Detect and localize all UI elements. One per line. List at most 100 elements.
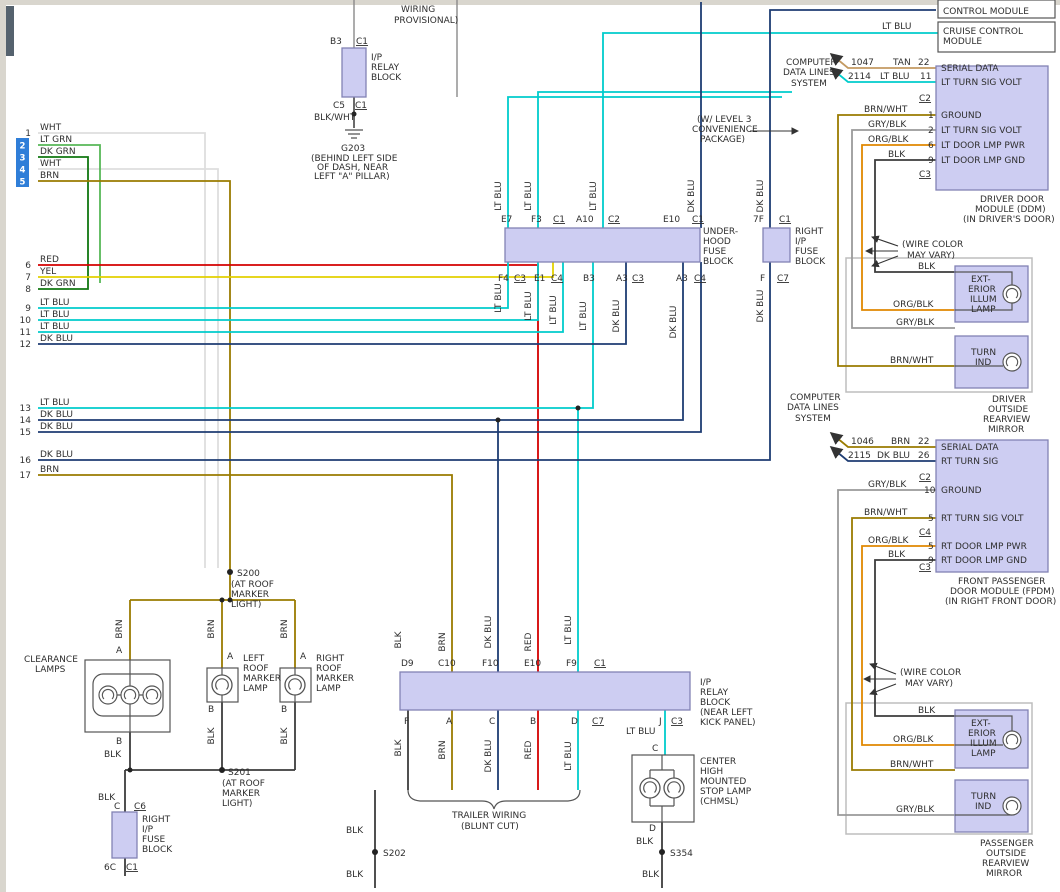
chmsl-lamp-icon — [663, 777, 685, 799]
caption-line: RELAY — [700, 688, 729, 698]
connector-label: C4 — [919, 528, 931, 538]
wire-dkblu-15 — [38, 262, 702, 433]
wire-color-label: TAN — [892, 58, 911, 68]
trailer-brace — [407, 789, 581, 810]
caption-line: ERIOR — [968, 729, 996, 739]
pin-label: 26 — [918, 451, 930, 461]
lamp-symbols — [98, 284, 1022, 816]
wire-color-label: BRN/WHT — [890, 760, 934, 770]
wire-color-label: RED — [40, 255, 59, 265]
note-line: DATA LINES — [783, 68, 835, 78]
wire-brn-17 — [38, 474, 453, 672]
splice-s202 — [372, 849, 378, 855]
wire-number[interactable]: 2 — [20, 142, 26, 152]
wire-brnwht-driver — [837, 114, 955, 367]
wire-color-label: BRN/WHT — [864, 508, 908, 518]
connector-label: C4 — [551, 274, 563, 284]
terminal-label: E10 — [663, 215, 680, 225]
module-pin-function: GROUND — [941, 111, 982, 121]
wire-color-label: LT BLU — [40, 322, 69, 332]
caption-line: EXT- — [971, 719, 991, 729]
wire-color-label: BRN — [40, 465, 59, 475]
driver-mirror-labels: (WIRE COLOR MAY VARY) BLK ORG/BLK GRY/BL… — [890, 240, 1030, 435]
wire-number: 15 — [20, 428, 31, 438]
caption-line: LAMP — [243, 684, 268, 694]
wire-orgblk-passenger — [861, 545, 955, 746]
terminal-label: C — [114, 802, 120, 812]
caption-line: KICK PANEL) — [700, 718, 756, 728]
splice-s354 — [659, 849, 665, 855]
wire-ltblu-9 — [38, 262, 509, 309]
wire-blk-passenger — [874, 559, 955, 717]
wire-color-label: GRY/BLK — [896, 805, 935, 815]
passenger-ext-lamp-icon — [1002, 730, 1022, 750]
selected-row-badge[interactable] — [16, 162, 29, 175]
wire-brn-1046 — [829, 431, 936, 448]
connector-label: C3 — [919, 563, 931, 573]
caption-line: OF DASH, NEAR — [317, 163, 388, 173]
wire-number[interactable]: 5 — [20, 178, 26, 188]
wire-number: 10 — [20, 316, 32, 326]
scrollbar-fragment[interactable] — [6, 6, 14, 56]
chmsl-labels: LT BLU C CENTER HIGH MOUNTED STOP LAMP (… — [626, 727, 752, 880]
circuit-number: 2114 — [848, 72, 871, 82]
wire-ltblu-up1 — [507, 96, 782, 228]
caption-line: TURN — [970, 792, 996, 802]
wire-color-label: DK BLU — [756, 179, 766, 212]
caption-line: DRIVER — [992, 395, 1026, 405]
caption-line: LIGHT) — [231, 600, 261, 610]
wire-color-label: BLK — [394, 630, 404, 648]
caption-line: RIGHT — [795, 227, 824, 237]
wire-color-label: BRN/WHT — [890, 356, 934, 366]
driver-turn-lamp-icon — [1002, 352, 1022, 372]
wire-color-label: DK BLU — [687, 179, 697, 212]
terminal-label: A10 — [576, 215, 594, 225]
splice-s200 — [227, 569, 233, 575]
wire-number[interactable]: 3 — [20, 154, 26, 164]
wire-color-label: BLK — [636, 837, 654, 847]
terminal-label: B3 — [330, 37, 342, 47]
wire-color-label: DK BLU — [40, 450, 73, 460]
terminal-label: E10 — [524, 659, 541, 669]
driver-mirror-housing — [845, 257, 1033, 393]
caption-line: BLOCK — [700, 698, 731, 708]
wire-number: 6 — [25, 261, 31, 271]
wire-color-label: DK BLU — [40, 334, 73, 344]
wire-brnwht-passenger — [851, 517, 955, 771]
terminal-label: A — [116, 646, 123, 656]
terminal-label: B — [208, 705, 214, 715]
caption-line: I/P — [795, 237, 807, 247]
terminal-label: E1 — [534, 274, 545, 284]
note-line: DATA LINES — [787, 403, 839, 413]
terminal-label: 7F — [753, 215, 764, 225]
wire-color-label: LT BLU — [40, 298, 69, 308]
selected-row-badge[interactable] — [16, 174, 29, 187]
selected-row-badge[interactable] — [16, 150, 29, 163]
wire-color-vary-arrows-driver — [865, 235, 899, 268]
note-line: (WIRE COLOR — [900, 668, 961, 678]
wire-number[interactable]: 4 — [20, 166, 26, 176]
wire-wht-1 — [38, 132, 206, 568]
wire-ltblu-11 — [38, 262, 564, 333]
caption-line: LAMPS — [35, 665, 66, 675]
wire-number: 17 — [20, 471, 31, 481]
connector-label: C3 — [632, 274, 644, 284]
caption-line: (IN RIGHT FRONT DOOR) — [945, 597, 1056, 607]
module-title: CONTROL MODULE — [943, 7, 1029, 17]
note-line: CONVENIENCE — [692, 125, 758, 135]
bottom-ip-fuse-labels: C C6 RIGHT I/P FUSE BLOCK 6C C1 — [104, 802, 173, 873]
ip-relay-block-top — [341, 47, 367, 98]
right-ip-fuse-block — [762, 227, 791, 263]
wire-color-label: BLK — [642, 870, 660, 880]
pin-label: 22 — [918, 58, 929, 68]
selected-row-badge[interactable] — [16, 138, 29, 151]
wire-gryblk-passenger — [837, 489, 955, 816]
wire-color-label: BRN — [40, 171, 59, 181]
front-passenger-door-module — [935, 439, 1049, 573]
wire-color-label: LT BLU — [494, 283, 504, 312]
circuit-number: 1047 — [851, 58, 874, 68]
caption-line: MARKER — [316, 674, 354, 684]
terminal-label: A — [300, 652, 307, 662]
splice-label: G203 — [341, 144, 365, 154]
connector-label: C1 — [355, 101, 367, 111]
